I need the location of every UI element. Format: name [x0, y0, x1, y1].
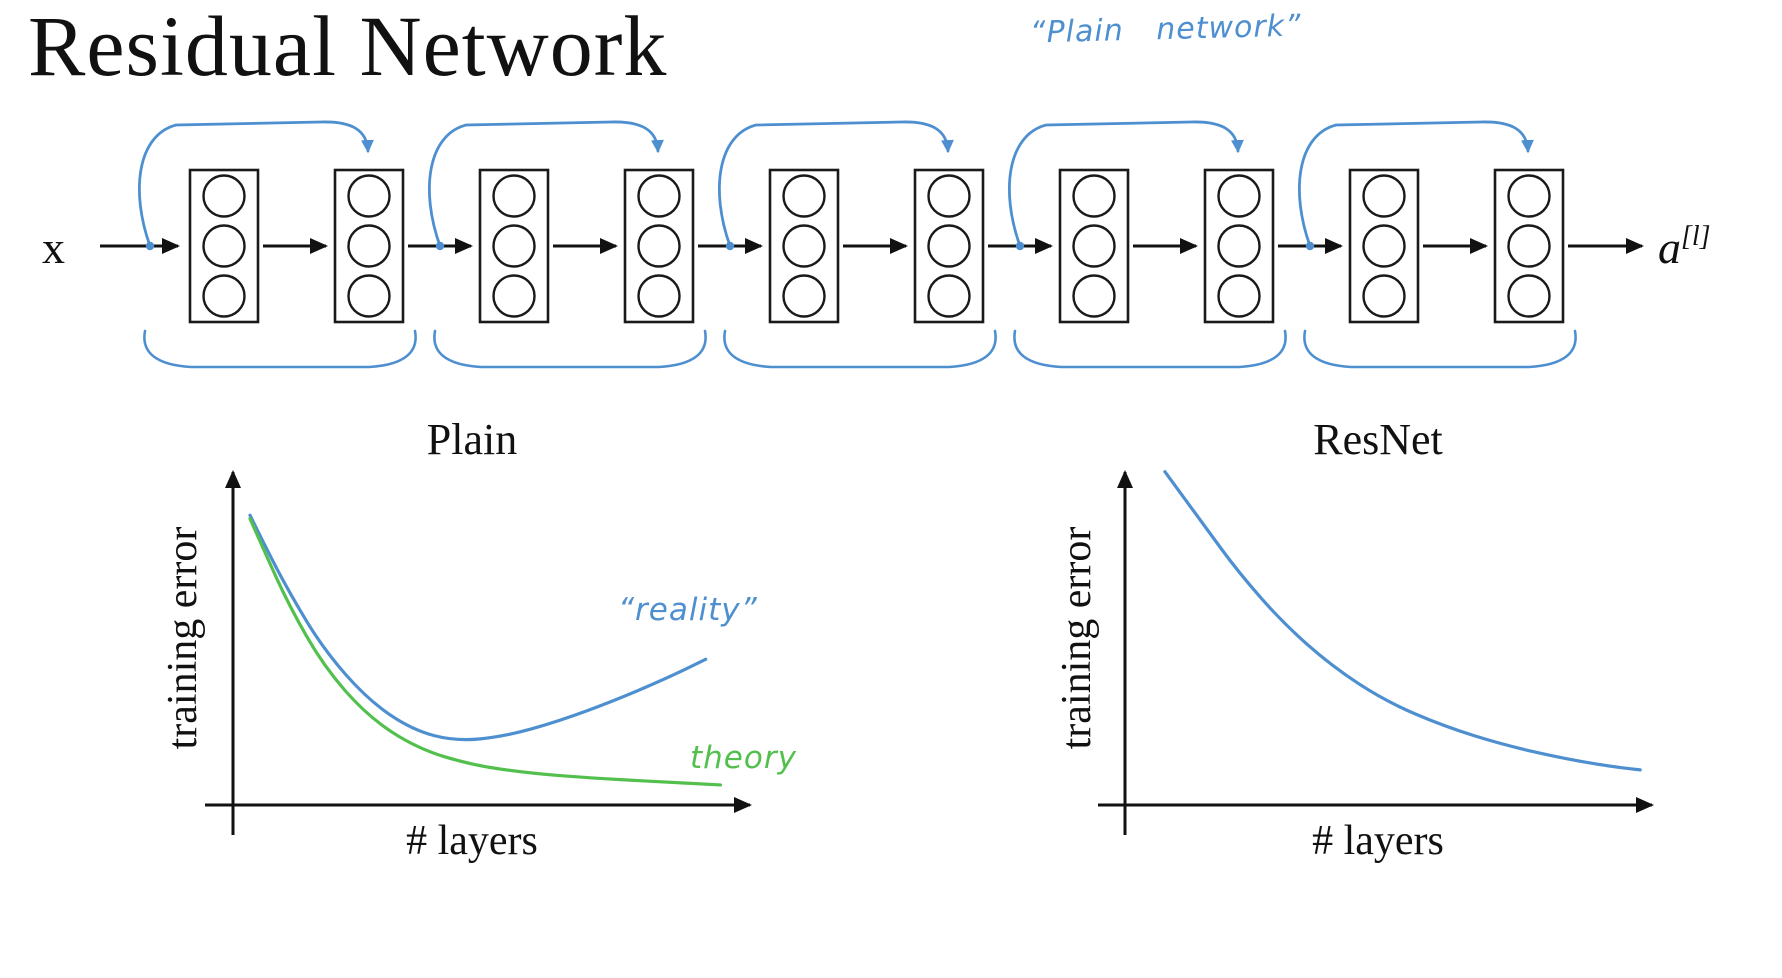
input-label: x	[42, 222, 65, 273]
neuron-circle	[1072, 174, 1116, 218]
neuron-circle	[347, 274, 391, 318]
neuron-circle	[927, 274, 971, 318]
layer-box	[913, 168, 985, 324]
neuron-circle	[1217, 274, 1261, 318]
skip-connection	[1298, 120, 1534, 248]
skip-connection-start-dot	[1015, 241, 1025, 251]
neuron-circle	[782, 224, 826, 268]
neuron-circle	[1507, 174, 1551, 218]
output-label-base: a	[1658, 222, 1681, 273]
reality-annotation: “reality”	[618, 592, 758, 628]
neuron-circle	[202, 224, 246, 268]
resnet-curve	[1163, 470, 1642, 772]
neuron-circle	[637, 174, 681, 218]
layer-box	[333, 168, 405, 324]
neuron-circle	[347, 224, 391, 268]
layer-box	[1493, 168, 1565, 324]
layer-box	[188, 168, 260, 324]
neuron-circle	[492, 174, 536, 218]
residual-block-brace	[433, 329, 707, 369]
residual-block-brace	[1303, 329, 1577, 369]
resnet-ylabel: training error	[1054, 527, 1100, 750]
layer-box	[768, 168, 840, 324]
layers-group	[100, 120, 1644, 369]
plain-xlabel: # layers	[406, 818, 538, 864]
neuron-circle	[1362, 174, 1406, 218]
layer-box	[623, 168, 695, 324]
layer-box	[1203, 168, 1275, 324]
theory-annotation: theory	[690, 740, 797, 776]
resnet-xlabel: # layers	[1312, 818, 1444, 864]
residual-network-diagram: x a[l]	[42, 120, 1711, 369]
training-error-charts: Plain training error # layers “reality” …	[160, 420, 1654, 864]
neuron-circle	[202, 174, 246, 218]
plain-network-annotation: “Plain network”	[1029, 8, 1303, 51]
layer-box	[1348, 168, 1420, 324]
theory-curve	[248, 517, 722, 787]
neuron-circle	[1072, 274, 1116, 318]
skip-connection	[428, 120, 664, 248]
skip-connection-start-dot	[145, 241, 155, 251]
plain-chart: Plain training error # layers “reality” …	[160, 420, 797, 864]
residual-block-brace	[143, 329, 417, 369]
neuron-circle	[637, 274, 681, 318]
resnet-chart-title: ResNet	[1313, 420, 1443, 464]
layer-box	[478, 168, 550, 324]
neuron-circle	[492, 274, 536, 318]
skip-connection-start-dot	[1305, 241, 1315, 251]
neuron-circle	[347, 174, 391, 218]
neuron-circle	[1362, 274, 1406, 318]
neuron-circle	[782, 274, 826, 318]
neuron-circle	[202, 274, 246, 318]
neuron-circle	[1217, 224, 1261, 268]
neuron-circle	[1507, 274, 1551, 318]
residual-block-brace	[723, 329, 997, 369]
resnet-chart: ResNet training error # layers	[1054, 420, 1654, 864]
output-label: a[l]	[1658, 221, 1711, 273]
slide-title: Residual Network	[28, 0, 668, 94]
neuron-circle	[1217, 174, 1261, 218]
residual-block-brace	[1013, 329, 1287, 369]
output-label-superscript: [l]	[1681, 221, 1711, 252]
skip-connection	[138, 120, 374, 248]
skip-connection-start-dot	[725, 241, 735, 251]
plain-ylabel: training error	[160, 527, 206, 750]
layer-box	[1058, 168, 1130, 324]
plain-chart-title: Plain	[427, 420, 517, 464]
neuron-circle	[492, 224, 536, 268]
neuron-circle	[1362, 224, 1406, 268]
neuron-circle	[927, 174, 971, 218]
neuron-circle	[1507, 224, 1551, 268]
neuron-circle	[637, 224, 681, 268]
skip-connection-start-dot	[435, 241, 445, 251]
reality-curve	[248, 513, 708, 742]
neuron-circle	[927, 224, 971, 268]
skip-connection	[1008, 120, 1244, 248]
neuron-circle	[782, 174, 826, 218]
skip-connection	[718, 120, 954, 248]
neuron-circle	[1072, 224, 1116, 268]
